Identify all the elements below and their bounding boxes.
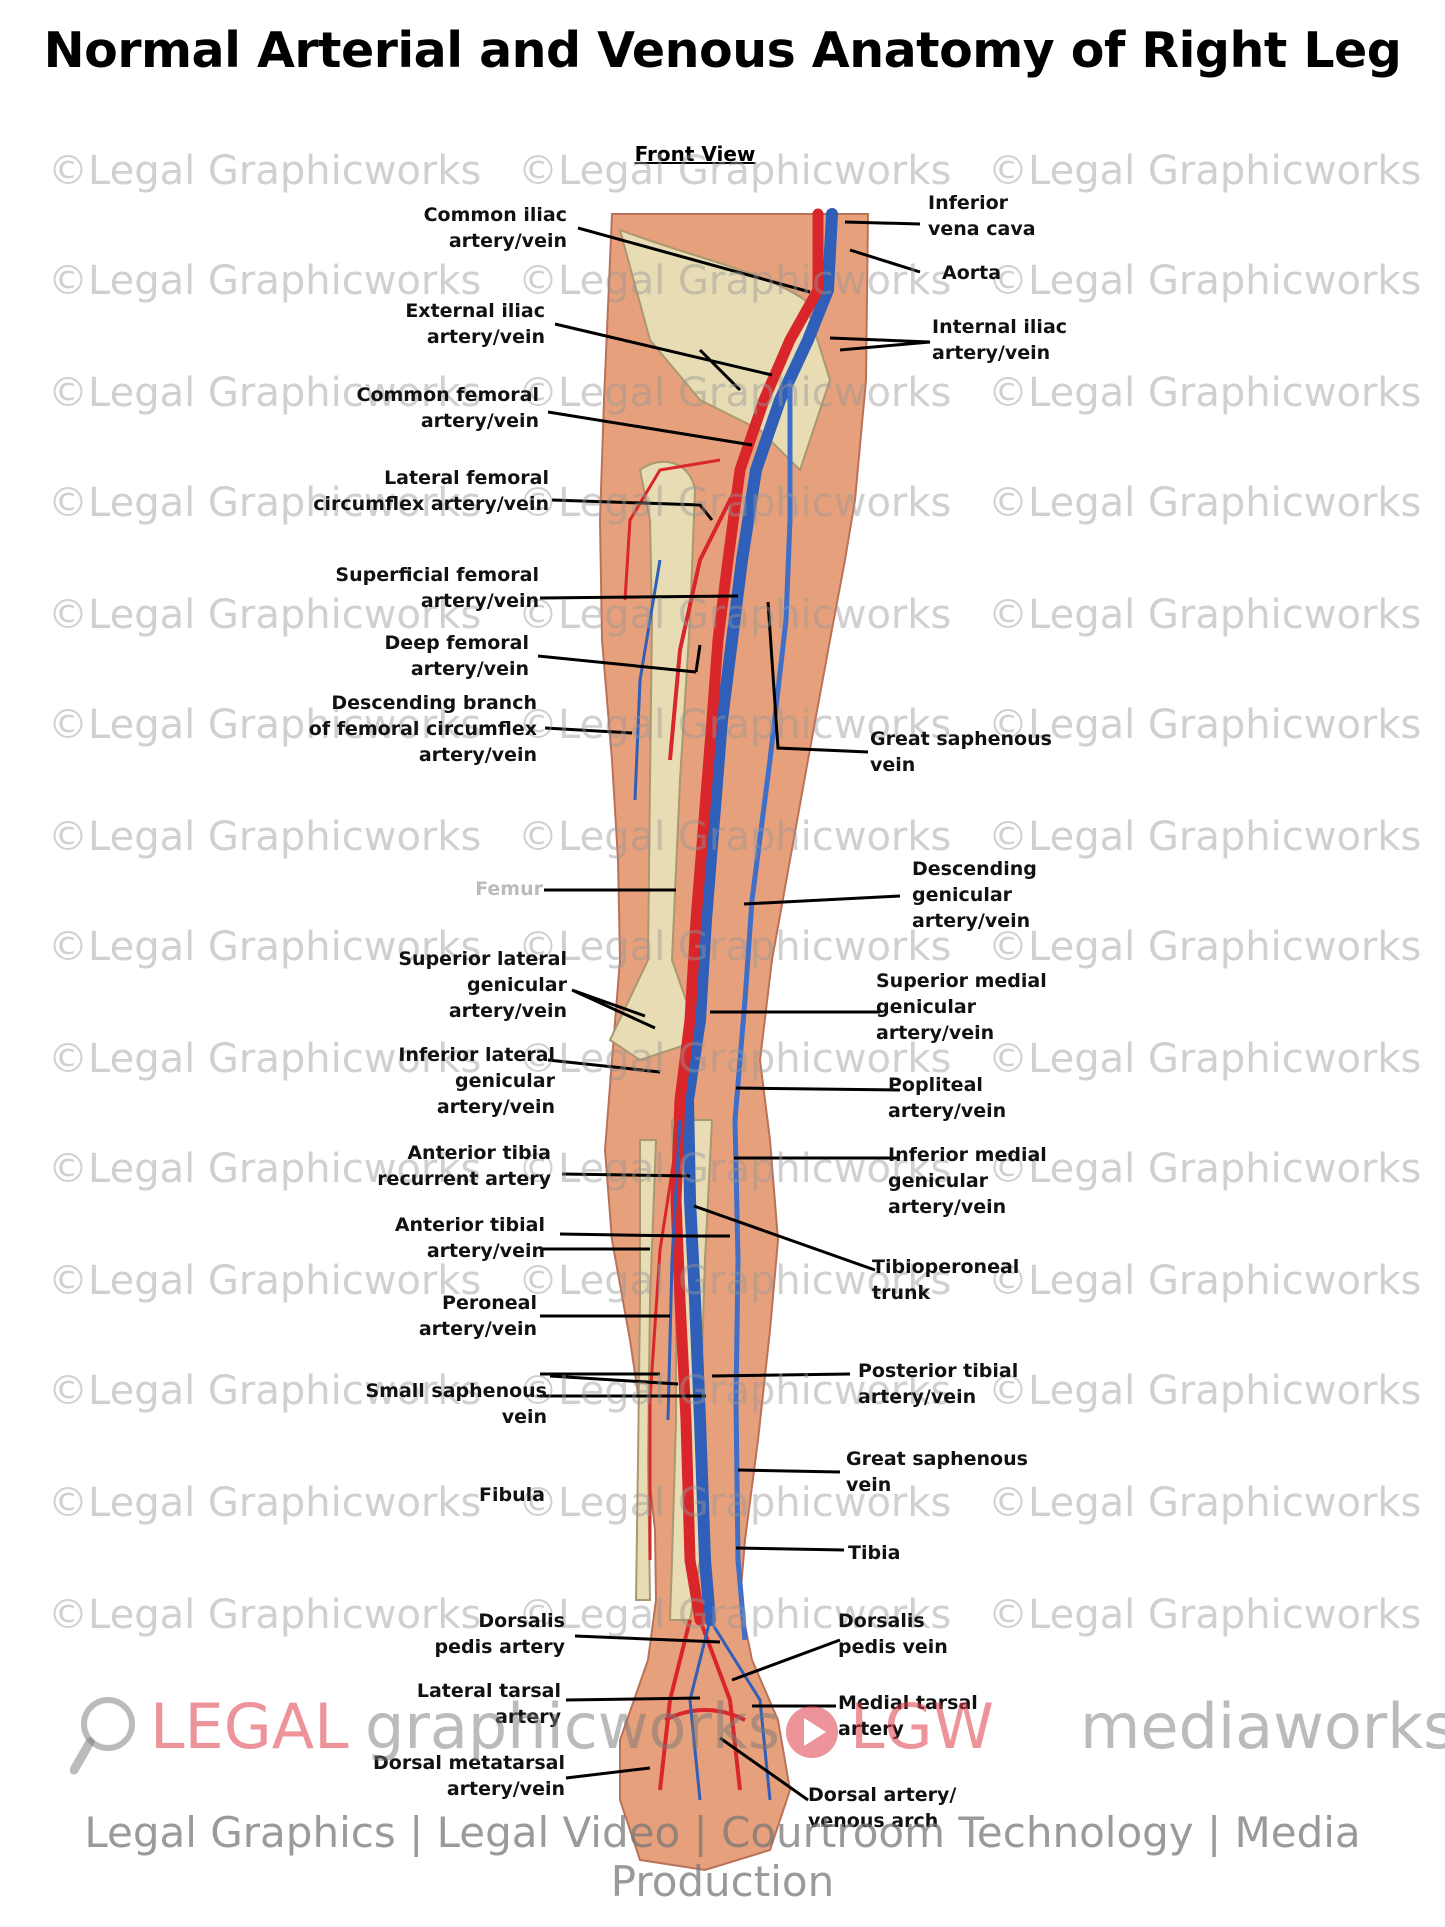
label-medial-tarsal: Medial tarsal artery [838,1692,978,1740]
deep-femoral-branch [668,479,742,761]
logo-mediaworks-text: mediaworks [1080,1690,1445,1763]
anterior-tibial-branch [666,1119,682,1421]
label-internal-iliac: Internal iliac artery/vein [932,316,1068,364]
fibula-bone [634,1139,658,1601]
label-inferior-vena-cava: Inferior vena cava [928,192,1036,240]
label-great-saphenous-upper: Great saphenous vein [870,728,1052,776]
label-tibioperoneal-trunk: Tibioperoneal trunk [872,1256,1020,1304]
footer-tagline: Legal Graphics | Legal Video | Courtroom… [84,1808,1361,1906]
page-title: Normal Arterial and Venous Anatomy of Ri… [43,22,1402,79]
view-subtitle: Front View [634,142,756,166]
label-femur: Femur [475,878,543,900]
label-superior-lateral-genicular: Superior lateral genicular artery/vein [398,948,567,1022]
label-descending-branch: Descending branch of femoral circumflex … [308,692,537,766]
dorsal-foot-arch [658,1619,746,1791]
great-saphenous-vein-path [732,380,793,1641]
descending-branch [633,559,662,801]
femur-bone [608,460,702,1062]
peroneal-branch [648,1119,682,1560]
label-dorsal-arch: Dorsal artery/ venous arch [808,1784,957,1832]
label-small-saphenous: Small saphenous vein [365,1380,547,1428]
label-peroneal: Peroneal artery/vein [418,1292,537,1340]
footer-logo-band: LEGAL graphicworks LGW mediaworks [70,1690,1445,1780]
main-artery-path [670,208,824,1626]
leader-lines [537,220,931,1802]
label-posterior-tibial: Posterior tibial artery/vein [858,1360,1019,1408]
label-dorsalis-pedis-artery: Dorsalis pedis artery [434,1610,565,1658]
label-descending-genicular: Descending genicular artery/vein [912,858,1037,932]
label-anterior-tibial-recurrent: Anterior tibia recurrent artery [377,1142,551,1190]
magnifier-icon [70,1697,135,1775]
label-external-iliac: External iliac artery/vein [405,300,545,348]
label-superior-medial-genicular: Superior medial genicular artery/vein [876,970,1047,1044]
label-inferior-medial-genicular: Inferior medial genicular artery/vein [888,1144,1047,1218]
label-lateral-femoral-circumflex: Lateral femoral circumflex artery/vein [313,467,549,515]
label-superficial-femoral: Superficial femoral artery/vein [335,564,539,612]
label-common-femoral: Common femoral artery/vein [356,384,540,432]
label-dorsal-metatarsal: Dorsal metatarsal artery/vein [373,1752,565,1800]
foot-veins [688,1619,772,1801]
label-popliteal: Popliteal artery/vein [888,1074,1007,1122]
label-inferior-lateral-genicular: Inferior lateral genicular artery/vein [398,1044,555,1118]
label-fibula: Fibula [479,1484,545,1506]
label-aorta: Aorta [942,262,1002,284]
play-icon [786,1706,838,1758]
label-dorsalis-pedis-vein: Dorsalis pedis vein [838,1610,948,1658]
label-anterior-tibial: Anterior tibial artery/vein [394,1214,545,1262]
label-deep-femoral: Deep femoral artery/vein [384,632,529,680]
logo-graphicworks-text: graphicworks [365,1690,781,1763]
lateral-circumflex-branch [623,458,721,601]
label-great-saphenous-lower: Great saphenous vein [846,1448,1028,1496]
logo-legal-text: LEGAL [150,1690,349,1763]
label-tibia: Tibia [848,1542,901,1564]
logo-lgw-text: LGW [850,1690,994,1763]
label-common-iliac: Common iliac artery/vein [423,204,567,252]
label-lateral-tarsal: Lateral tarsal artery [416,1680,561,1728]
